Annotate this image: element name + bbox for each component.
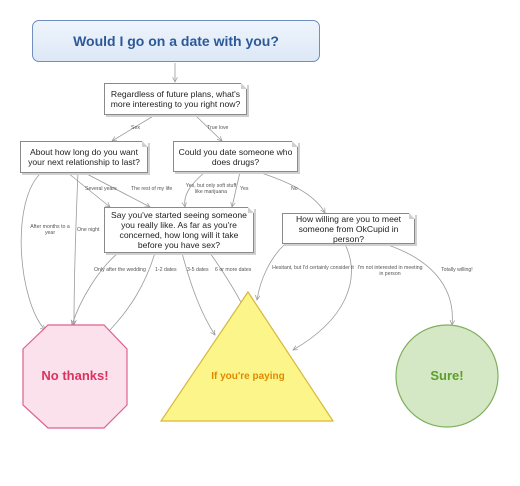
outcome-sure-label: Sure! <box>430 368 464 383</box>
edge-q4-12 <box>105 252 156 335</box>
edge-q1-truelove <box>194 114 222 141</box>
edge-label-soft-stuff: Yes, but only soft stuff like marijuana <box>185 183 237 195</box>
title-box: Would I go on a date with you? <box>32 20 320 62</box>
edge-q3-yes <box>232 171 241 207</box>
edge-label-totally-willing: Totally willing! <box>441 267 473 273</box>
edge-label-hesitant: Hesitant, but I'd certainly consider it <box>272 265 354 271</box>
edge-q1-sex <box>112 114 156 141</box>
if-paying-triangle <box>159 290 335 422</box>
edge-label-one-night: One night <box>77 227 100 233</box>
question-meet-in-person-text: How willing are you to meet someone from… <box>295 213 402 244</box>
question-meet-in-person: How willing are you to meet someone from… <box>282 213 415 244</box>
edge-q5-hesitant <box>257 243 286 300</box>
edge-q4-6 <box>209 252 245 310</box>
question-drugs: Could you date someone who does drugs? <box>173 141 298 172</box>
edge-q2-months <box>20 171 45 330</box>
edge-label-3-5-dates: 3-5 dates <box>187 267 209 273</box>
no-thanks-octagon <box>22 324 128 429</box>
edge-label-several-years: Several years <box>85 186 117 192</box>
question-drugs-text: Could you date someone who does drugs? <box>178 146 293 167</box>
edge-q5-willing <box>384 243 452 325</box>
question-future-plans-text: Regardless of future plans, what's more … <box>110 89 241 109</box>
outcome-no-thanks-label: No thanks! <box>41 368 109 383</box>
question-sex-timing: Say you've started seeing someone you re… <box>104 207 254 253</box>
edge-label-sex: Sex <box>131 125 140 131</box>
edge-label-no: No <box>291 186 298 192</box>
outcome-if-paying-label: If you're paying <box>211 371 285 382</box>
edge-label-after-wedding: Only after the wedding <box>94 267 146 273</box>
edge-label-yes: Yes <box>240 186 249 192</box>
question-relationship-length: About how long do you want your next rel… <box>20 141 148 173</box>
edge-q3-soft <box>185 171 206 207</box>
question-relationship-length-text: About how long do you want your next rel… <box>28 147 140 167</box>
edge-label-1-2-dates: 1-2 dates <box>155 267 177 273</box>
edge-q3-no <box>257 171 325 213</box>
edge-q2-onenight <box>74 171 79 325</box>
question-future-plans: Regardless of future plans, what's more … <box>104 83 247 115</box>
edge-q5-notinterested <box>293 243 352 350</box>
edge-q2-rest <box>84 172 150 207</box>
question-sex-timing-text: Say you've started seeing someone you re… <box>111 210 247 250</box>
edge-label-not-interested: I'm not interested in meeting in person <box>357 265 423 277</box>
edge-q2-several <box>67 172 110 207</box>
edge-label-6-more-dates: 6 or more dates <box>215 267 252 273</box>
edge-q4-wedding <box>72 252 119 325</box>
edge-q4-35 <box>181 252 215 335</box>
edge-label-after-months: After months to a year <box>30 224 70 236</box>
edge-label-rest-of-life: The rest of my life <box>131 186 173 192</box>
sure-circle <box>395 324 499 428</box>
edge-label-true-love: True love <box>207 125 229 131</box>
